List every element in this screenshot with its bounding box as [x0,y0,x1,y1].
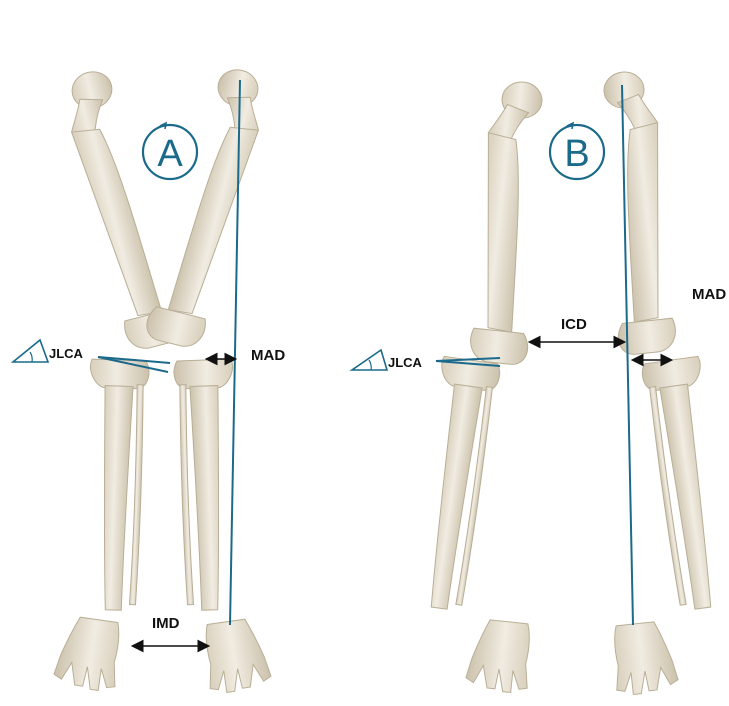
panel-b: B JLCA ICD MAD [352,69,729,696]
panel-a-label: A [157,133,183,175]
panel-b-label: B [564,133,589,175]
panel-a: A JLCA MAD IMD [13,63,285,695]
panel-b-badge: B [550,123,604,179]
panel-b-mad-label: MAD [692,286,726,303]
panel-b-icd-label: ICD [561,316,587,333]
panel-b-right-leg [591,69,729,696]
panel-a-imd-label: IMD [152,615,180,632]
panel-b-jlca-angle-icon [352,350,387,370]
panel-b-jlca-label: JLCA [388,355,423,370]
panel-a-badge: A [143,123,197,179]
panel-a-mad-label: MAD [251,347,285,364]
panel-a-jlca-label: JLCA [49,346,84,361]
panel-b-left-leg [408,79,555,694]
panel-a-jlca-angle-icon [13,340,48,362]
